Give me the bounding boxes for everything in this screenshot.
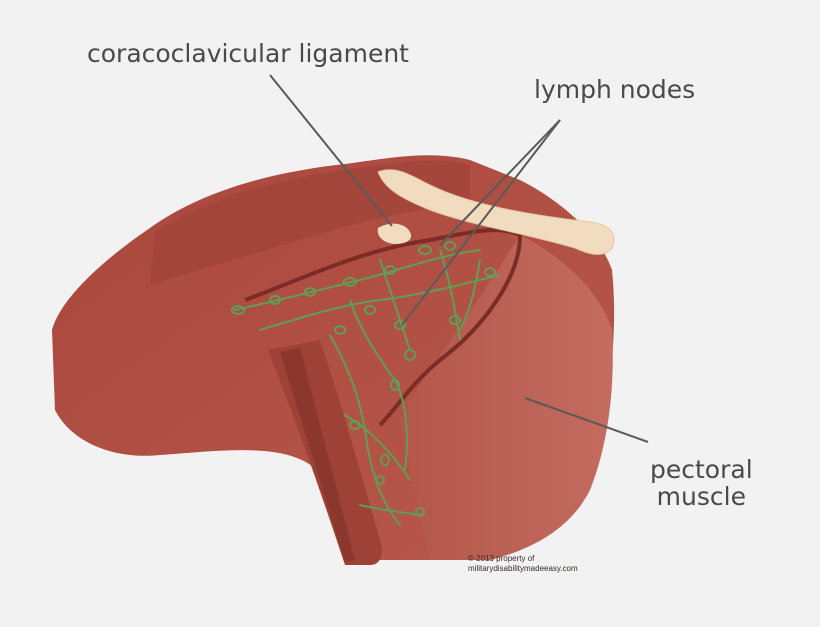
pectoral-label-line2: muscle [656,482,746,511]
coracoid-process [377,223,412,244]
lymph-nodes [231,241,496,517]
coracoclavicular-ligament-label: coracoclavicular ligament [87,39,409,68]
axilla-border [244,228,523,427]
pectoral-leader-line [524,397,649,443]
copyright-line2: militarydisabilitymadeeasy.com [468,564,578,573]
clavicle-bone [377,169,615,255]
trapezius-ridge [150,160,470,285]
pectoral-muscle [400,235,613,560]
lymph-leader-line-2 [401,119,561,326]
copyright-notice: © 2013 property of militarydisabilitymad… [468,554,578,574]
lymph-nodes-label: lymph nodes [534,75,696,104]
lymph-leader-line-1 [439,119,561,246]
coracoclavicular-leader-line [269,74,393,227]
pectoral-label-line1: pectoral [650,455,753,484]
copyright-line1: © 2013 property of [468,554,535,563]
leader-lines [269,74,649,443]
pectoral-muscle-label: pectoral muscle [650,456,753,510]
